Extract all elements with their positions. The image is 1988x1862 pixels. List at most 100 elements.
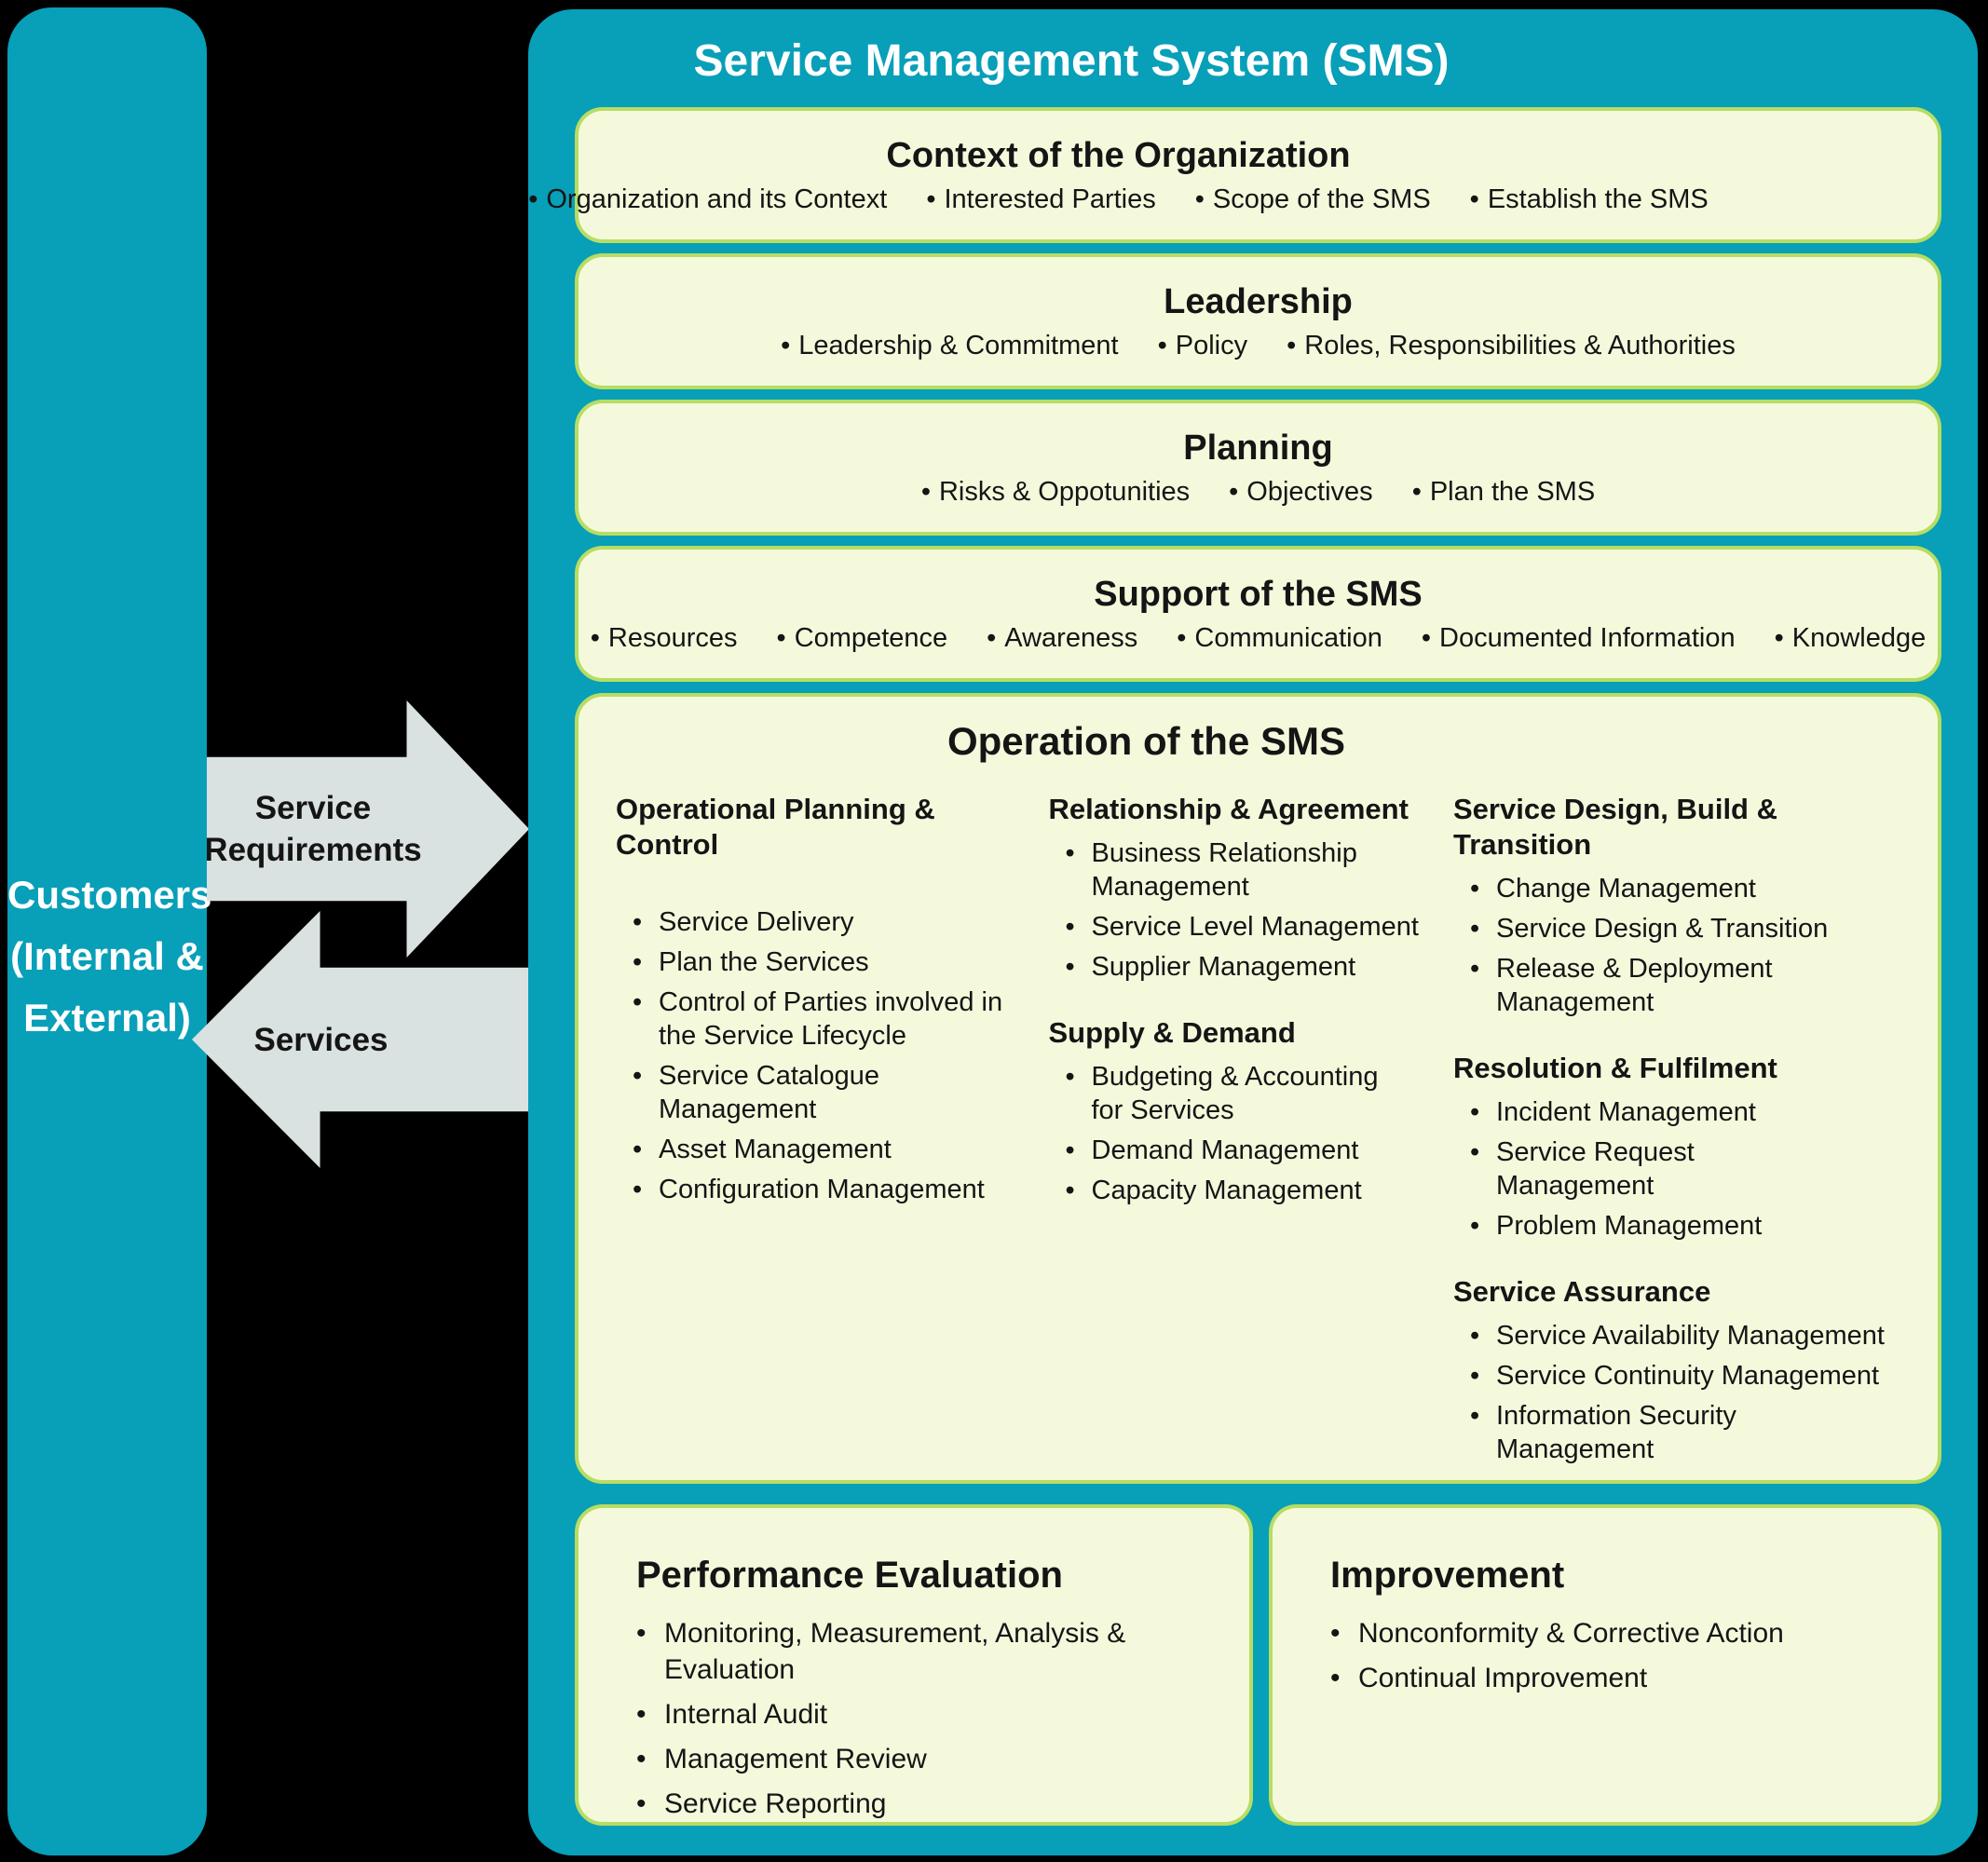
bullet-icon — [1330, 1660, 1358, 1696]
bullet-icon — [636, 1696, 664, 1733]
bullet-icon — [633, 1173, 659, 1206]
sms-panel: Service Management System (SMS) Context … — [528, 9, 1978, 1855]
list-item: Service Catalogue Management — [616, 1059, 1035, 1126]
sms-content: Context of the Organization Organization… — [546, 9, 1941, 1855]
list-item: Control of Parties involved in the Servi… — [616, 985, 1035, 1053]
customers-panel: Customers (Internal & External) — [7, 7, 211, 1855]
bullet-icon — [1470, 952, 1496, 1019]
section-heading: Service Assurance — [1453, 1275, 1711, 1308]
bullet-icon — [636, 1786, 664, 1822]
box-bullets: Risks & Oppotunities Objectives Plan the… — [902, 477, 1614, 508]
bullet-item: Establish the SMS — [1470, 184, 1709, 215]
list-item: Change Management — [1453, 872, 1900, 905]
section-list: Incident Management Service Request Mana… — [1453, 1095, 1900, 1243]
bullet-item: Plan the SMS — [1412, 477, 1595, 508]
section-list: Service Delivery Plan the Services Contr… — [616, 905, 1035, 1206]
list-item: Supplier Management — [1049, 950, 1440, 984]
list-item: Nonconformity & Corrective Action — [1314, 1615, 1900, 1651]
bullet-icon — [1470, 1135, 1496, 1203]
bullet-item: Organization and its Context — [528, 184, 887, 215]
bullet-icon — [1470, 1095, 1496, 1129]
bullet-item: Documented Information — [1422, 623, 1736, 654]
section-heading: Relationship & Agreement — [1048, 793, 1409, 825]
service-requirements-arrow-icon: Service Requirements — [207, 700, 529, 958]
bullet-icon — [633, 1133, 659, 1166]
bullet-item: Competence — [777, 623, 947, 654]
customers-label-line: (Internal & — [10, 934, 204, 978]
bullet-item: Objectives — [1229, 477, 1372, 508]
bullet-icon — [1066, 1174, 1092, 1207]
box-title: Operation of the SMS — [946, 719, 1345, 763]
section-heading: Supply & Demand — [1048, 1016, 1296, 1049]
services-label: Services — [192, 911, 529, 1168]
list-item: Service Level Management — [1049, 910, 1440, 944]
bullet-icon — [1470, 1209, 1496, 1243]
services-line: Services — [253, 1021, 388, 1058]
section-list: Service Availability Management Service … — [1453, 1319, 1900, 1466]
bullet-icon — [633, 985, 659, 1053]
list-item: Information Security Management — [1453, 1399, 1900, 1466]
bullet-icon — [636, 1741, 664, 1777]
bullet-icon — [1066, 836, 1092, 904]
service-assurance-section: Service Assurance Service Availability M… — [1453, 1274, 1900, 1466]
bullet-icon — [1470, 912, 1496, 945]
list-item: Asset Management — [616, 1133, 1035, 1166]
bullet-icon — [633, 1059, 659, 1126]
leadership-box: Leadership Leadership & Commitment Polic… — [575, 253, 1941, 389]
planning-box: Planning Risks & Oppotunities Objectives… — [575, 400, 1941, 536]
list-item: Internal Audit — [620, 1696, 1212, 1733]
list-item: Capacity Management — [1049, 1174, 1440, 1207]
box-bullets: Organization and its Context Interested … — [509, 184, 1728, 215]
operation-of-the-sms-box: Operation of the SMS Operational Plannin… — [575, 693, 1941, 1484]
bullet-item: Awareness — [987, 623, 1137, 654]
section-heading: Service Design, Build & Transition — [1453, 793, 1777, 861]
bullet-icon — [1066, 1060, 1092, 1127]
bullet-item: Resources — [591, 623, 738, 654]
list-item: Incident Management — [1453, 1095, 1900, 1129]
list-item: Monitoring, Measurement, Analysis & Eval… — [620, 1615, 1212, 1688]
bullet-icon — [636, 1615, 664, 1688]
services-arrow-icon: Services — [192, 911, 529, 1168]
section-list: Nonconformity & Corrective Action Contin… — [1314, 1615, 1900, 1696]
box-title: Context of the Organization — [886, 135, 1351, 175]
performance-evaluation-box: Performance Evaluation Monitoring, Measu… — [575, 1504, 1253, 1826]
improvement-box: Improvement Nonconformity & Corrective A… — [1269, 1504, 1941, 1826]
list-item: Business Relationship Management — [1049, 836, 1440, 904]
operation-column-3: Service Design, Build & Transition Chang… — [1453, 792, 1900, 1473]
list-item: Release & Deployment Management — [1453, 952, 1900, 1019]
list-item: Service Reporting — [620, 1786, 1212, 1822]
bullet-icon — [1470, 1359, 1496, 1393]
list-item: Service Delivery — [616, 905, 1035, 939]
box-bullets: Leadership & Commitment Policy Roles, Re… — [761, 331, 1755, 361]
section-list: Business Relationship Management Service… — [1049, 836, 1440, 984]
bullet-icon — [1470, 1399, 1496, 1466]
bullet-item: Leadership & Commitment — [781, 331, 1118, 361]
list-item: Service Design & Transition — [1453, 912, 1900, 945]
customers-label-line: External) — [23, 996, 191, 1040]
bullet-item: Interested Parties — [926, 184, 1155, 215]
bullet-icon — [633, 945, 659, 979]
bullet-item: Knowledge — [1775, 623, 1927, 654]
list-item: Service Request Management — [1453, 1135, 1900, 1203]
bullet-icon — [633, 905, 659, 939]
box-title: Support of the SMS — [1094, 574, 1423, 614]
service-requirements-line: Requirements — [204, 832, 422, 868]
section-heading: Operational Planning & Control — [616, 793, 935, 861]
box-bullets: Resources Competence Awareness Communica… — [571, 623, 1945, 654]
list-item: Budgeting & Accounting for Services — [1049, 1060, 1440, 1127]
bullet-item: Communication — [1177, 623, 1382, 654]
list-item: Configuration Management — [616, 1173, 1035, 1206]
bullet-item: Roles, Responsibilities & Authorities — [1287, 331, 1736, 361]
operation-column-2: Relationship & Agreement Business Relati… — [1049, 792, 1440, 1473]
operation-column-1: Operational Planning & Control Service D… — [616, 792, 1035, 1473]
box-title: Performance Evaluation — [636, 1555, 1063, 1596]
bullet-icon — [1066, 910, 1092, 944]
bullet-item: Risks & Oppotunities — [921, 477, 1190, 508]
service-design-build-transition-section: Service Design, Build & Transition Chang… — [1453, 792, 1900, 1019]
operational-planning-and-control-section: Operational Planning & Control Service D… — [616, 792, 1035, 1206]
operation-columns: Operational Planning & Control Service D… — [616, 792, 1900, 1473]
service-requirements-line: Service — [254, 790, 372, 826]
bullet-icon — [1470, 1319, 1496, 1352]
context-of-the-organization-box: Context of the Organization Organization… — [546, 107, 1941, 243]
section-list: Change Management Service Design & Trans… — [1453, 872, 1900, 1019]
